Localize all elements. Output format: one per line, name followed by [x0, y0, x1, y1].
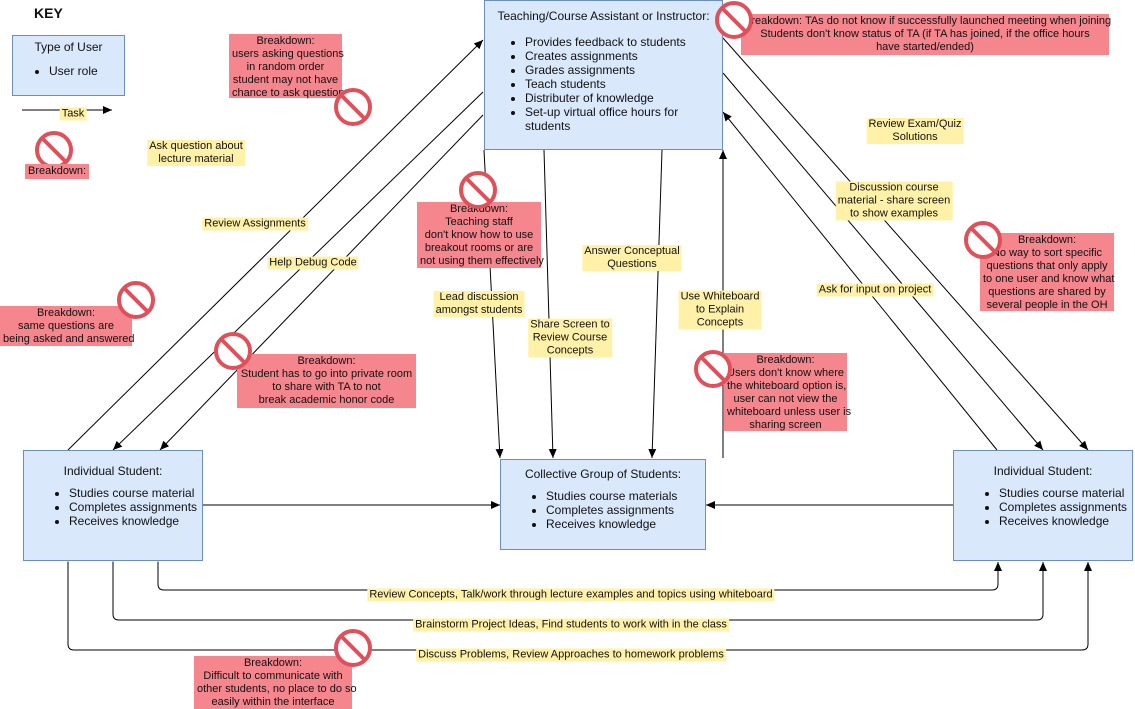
- task-answer-conceptual: Answer Conceptual Questions: [582, 245, 682, 271]
- task-review-exam: Review Exam/Quiz Solutions: [866, 118, 964, 144]
- task-review-assignments: Review Assignments: [202, 217, 308, 231]
- no-entry-sign-icon: [963, 220, 1003, 260]
- edge-answer-conceptual: [648, 149, 663, 459]
- teacher-item: Grades assignments: [525, 63, 722, 77]
- no-entry-sign-icon: [213, 331, 253, 371]
- teacher-node: Teaching/Course Assistant or Instructor:…: [484, 0, 723, 150]
- student-left-node: Individual Student: Studies course mater…: [23, 450, 203, 561]
- no-entry-sign-icon: [116, 280, 156, 320]
- edge-ask-project: [722, 111, 998, 451]
- teacher-item: Teach students: [525, 77, 722, 91]
- task-share-screen: Share Screen to Review Course Concepts: [528, 318, 612, 358]
- task-review-concepts: Review Concepts, Talk/work through lectu…: [367, 588, 775, 602]
- teacher-item: Provides feedback to students: [525, 35, 722, 49]
- group-item: Receives knowledge: [546, 517, 705, 531]
- group-node: Collective Group of Students: Studies co…: [500, 459, 706, 550]
- edge-ask-lecture: [67, 39, 484, 451]
- task-discussion-share: Discussion course material - share scree…: [835, 181, 953, 221]
- group-title: Collective Group of Students:: [524, 467, 682, 481]
- key-breakdown-label: Breakdown:: [25, 164, 90, 179]
- breakdown-breakout-rooms: Breakdown: Teaching staff don't know how…: [417, 202, 544, 268]
- no-entry-sign-icon: [458, 170, 498, 210]
- key-user-role: User role: [49, 64, 124, 78]
- task-brainstorm: Brainstorm Project Ideas, Find students …: [413, 618, 729, 632]
- breakdown-same-questions: Breakdown: same questions are being aske…: [0, 306, 134, 346]
- edge-help-debug: [159, 114, 484, 451]
- teacher-item: Set-up virtual office hours for students: [525, 105, 722, 133]
- task-help-debug: Help Debug Code: [267, 256, 359, 270]
- edge-discussion-share: [722, 72, 1044, 451]
- task-lead-discussion: Lead discussion amongst students: [433, 291, 525, 317]
- task-ask-project: Ask for input on project: [816, 283, 934, 297]
- no-entry-sign-icon: [714, 0, 754, 40]
- key-user-type-box: Type of User User role: [12, 35, 125, 96]
- breakdown-random-order: Breakdown: users asking questions in ran…: [229, 34, 345, 99]
- student-right-item: Studies course material: [999, 486, 1132, 500]
- breakdown-sort-questions: Breakdown: No way to sort specific quest…: [980, 233, 1114, 311]
- edge-discuss-problems: [64, 553, 1092, 651]
- task-ask-lecture: Ask question about lecture material: [147, 140, 245, 166]
- breakdown-launch-meeting: Breakdown: TAs do not know if successful…: [741, 14, 1111, 55]
- group-item: Completes assignments: [546, 503, 705, 517]
- no-entry-sign-icon: [693, 349, 733, 389]
- edge-review-assignments: [112, 91, 484, 451]
- key-title: KEY: [34, 5, 63, 21]
- student-right-title: Individual Student:: [993, 464, 1093, 478]
- task-discuss-problems: Discuss Problems, Review Approaches to h…: [416, 648, 726, 662]
- edge-review-concepts: [154, 553, 1002, 591]
- no-entry-sign-icon: [333, 628, 373, 668]
- teacher-item: Distributer of knowledge: [525, 91, 722, 105]
- student-left-item: Receives knowledge: [69, 514, 202, 528]
- breakdown-whiteboard-option: Breakdown: Users don't know where the wh…: [724, 353, 851, 431]
- student-left-title: Individual Student:: [63, 464, 163, 478]
- breakdown-communicate: Breakdown: Difficult to communicate with…: [194, 656, 357, 709]
- breakdown-private-room: Breakdown: Student has to go into privat…: [237, 354, 416, 408]
- student-right-node: Individual Student: Studies course mater…: [953, 450, 1133, 561]
- task-whiteboard: Use Whiteboard to Explain Concepts: [678, 290, 762, 330]
- edge-share-screen: [543, 149, 557, 459]
- student-left-item: Completes assignments: [69, 500, 202, 514]
- edge-review-exam: [722, 37, 1089, 451]
- key-task-label: Task: [59, 107, 87, 121]
- student-right-item: Receives knowledge: [999, 514, 1132, 528]
- student-right-item: Completes assignments: [999, 500, 1132, 514]
- key-user-type-title: Type of User: [34, 40, 103, 54]
- group-item: Studies course materials: [546, 489, 705, 503]
- teacher-node-title: Teaching/Course Assistant or Instructor:: [497, 9, 710, 23]
- no-entry-sign-icon: [333, 87, 373, 127]
- teacher-item: Creates assignments: [525, 49, 722, 63]
- student-left-item: Studies course material: [69, 486, 202, 500]
